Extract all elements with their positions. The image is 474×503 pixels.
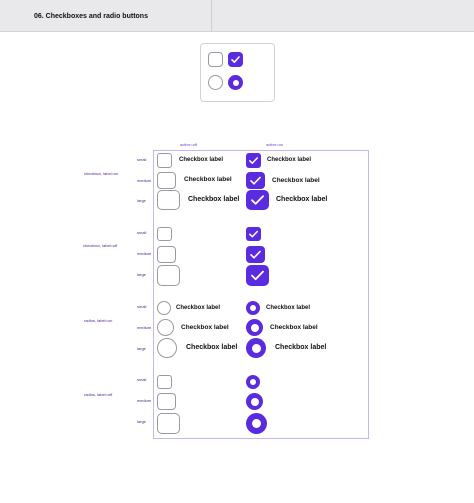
checkbox-label: Checkbox label (276, 196, 328, 203)
size-label-small: small (137, 377, 147, 382)
checkbox-label: Checkbox label (267, 157, 312, 163)
checkbox-on-large[interactable] (246, 190, 269, 210)
checkbox-off-medium[interactable] (157, 172, 176, 189)
radio-dot (232, 79, 239, 86)
group-label-checkbox-label-on: checkbox, label=on (84, 171, 119, 176)
preview-checkbox-on[interactable] (228, 52, 243, 67)
radio-dot (251, 343, 261, 353)
radio-on-large[interactable] (246, 338, 266, 358)
checkbox-off-small[interactable] (157, 153, 172, 168)
preview-radio-on[interactable] (228, 75, 243, 90)
checkbox-label: Checkbox label (188, 196, 240, 203)
checkbox-off-small[interactable] (157, 227, 172, 241)
checkbox-off-large[interactable] (157, 190, 180, 210)
top-bar: 06. Checkboxes and radio buttons (0, 0, 474, 32)
radio-label: Checkbox label (275, 344, 327, 351)
radio-on-medium[interactable] (246, 393, 263, 410)
check-icon (249, 230, 258, 238)
column-header-on: active=on (266, 142, 284, 147)
checkbox-label: Checkbox label (272, 177, 320, 184)
radio-off-large[interactable] (157, 338, 177, 358)
size-label-large: large (137, 198, 146, 203)
checkbox-on-small[interactable] (246, 227, 261, 241)
preview-radio-off[interactable] (208, 75, 223, 90)
group-label-radios-label-on: radios, label=on (84, 318, 113, 323)
radio-on-small[interactable] (246, 301, 260, 315)
check-icon (251, 270, 264, 281)
size-label-small: small (137, 304, 147, 309)
checkbox-label: Checkbox label (179, 157, 224, 163)
checkbox-on-medium[interactable] (246, 246, 265, 263)
radio-label: Checkbox label (270, 324, 318, 331)
checkbox-label: Checkbox label (184, 176, 232, 183)
checkbox-on-small[interactable] (246, 153, 261, 168)
radio-off-small[interactable] (157, 375, 172, 389)
preview-card (200, 43, 275, 102)
size-label-medium: medium (137, 325, 152, 330)
radio-dot (250, 379, 256, 385)
radio-dot (250, 305, 256, 311)
checkbox-off-medium[interactable] (157, 246, 176, 263)
radio-off-small[interactable] (157, 301, 171, 315)
radio-label: Checkbox label (186, 344, 238, 351)
radio-label: Checkbox label (181, 324, 229, 331)
size-label-small: small (137, 157, 147, 162)
radio-off-medium[interactable] (157, 319, 174, 336)
size-label-large: large (137, 419, 146, 424)
radio-dot (252, 419, 261, 428)
radio-on-large[interactable] (246, 413, 267, 434)
check-icon (250, 250, 261, 259)
check-icon (231, 56, 240, 63)
page-title: 06. Checkboxes and radio buttons (34, 13, 148, 20)
preview-checkbox-off[interactable] (208, 52, 223, 67)
group-label-radios-label-off: radios, label=off (84, 392, 113, 397)
checkbox-on-medium[interactable] (246, 172, 265, 189)
radio-label: Checkbox label (176, 305, 221, 311)
size-label-medium: medium (137, 251, 152, 256)
radio-dot (250, 323, 259, 332)
checkbox-on-large[interactable] (246, 265, 269, 286)
radio-dot (250, 397, 259, 406)
radio-off-large[interactable] (157, 413, 180, 434)
size-label-medium: medium (137, 398, 152, 403)
group-label-checkbox-label-off: checkbox, label=off (83, 243, 118, 248)
size-label-large: large (137, 346, 146, 351)
check-icon (249, 157, 258, 164)
radio-on-medium[interactable] (246, 319, 263, 336)
size-label-large: large (137, 272, 146, 277)
size-label-medium: medium (137, 178, 152, 183)
component-frame (153, 150, 369, 439)
check-icon (251, 195, 264, 205)
radio-off-medium[interactable] (157, 393, 176, 410)
size-label-small: small (137, 230, 147, 235)
top-bar-divider (211, 0, 212, 31)
radio-label: Checkbox label (266, 305, 311, 311)
check-icon (250, 176, 261, 185)
column-header-off: active=off (180, 142, 198, 147)
radio-on-small[interactable] (246, 375, 260, 389)
checkbox-off-large[interactable] (157, 265, 180, 286)
